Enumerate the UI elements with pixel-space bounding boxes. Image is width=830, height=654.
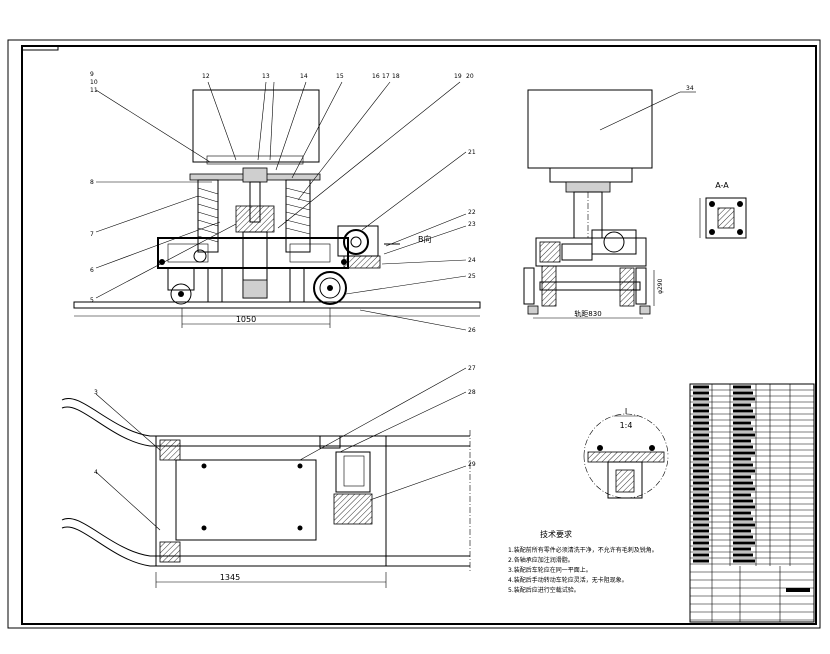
top-gearbox: [333, 493, 373, 525]
note-5: 5.装配后应进行空载试验。: [508, 586, 580, 594]
top-hopper-plate: [175, 459, 317, 541]
callout-14: 14: [300, 73, 308, 80]
callout-28: 28: [468, 389, 476, 396]
spring-column-left: [197, 179, 219, 253]
callout-7: 7: [90, 231, 94, 238]
callout-16: 16: [372, 73, 380, 80]
side-hopper-box: [527, 89, 653, 169]
drive-wheel: [313, 271, 347, 305]
front-dimension: 1050: [236, 315, 256, 324]
callout-6: 6: [90, 267, 94, 274]
callout-20: 20: [466, 73, 474, 80]
callout-4: 4: [94, 469, 98, 476]
title-block: [689, 383, 815, 623]
callout-17: 17: [382, 73, 390, 80]
gear-housing: [235, 205, 275, 233]
callout-8: 8: [90, 179, 94, 186]
callout-23: 23: [468, 221, 476, 228]
top-dimension: 1345: [220, 573, 240, 582]
callout-10: 10: [90, 79, 98, 86]
direction-label: B向: [418, 234, 432, 244]
callout-19: 19: [454, 73, 462, 80]
side-motor: [591, 229, 637, 255]
callout-34: 34: [686, 85, 694, 92]
motor: [337, 225, 381, 269]
detail-scale: 1:4: [620, 421, 633, 430]
callout-15: 15: [336, 73, 344, 80]
hopper-box: [192, 89, 320, 163]
frame-beam: [157, 237, 349, 269]
gauge-dimension: 轨距830: [574, 309, 601, 318]
notes-title: 技术要求: [540, 529, 572, 539]
callout-13: 13: [262, 73, 270, 80]
note-3: 3.装配后车轮应在同一平面上。: [508, 566, 592, 574]
callout-9: 9: [90, 71, 94, 78]
section-label: A-A: [715, 181, 729, 190]
top-frame: [155, 435, 387, 567]
detail-label: I: [625, 407, 627, 416]
front-view: 1050 B向 9 10 11 12 13 14 15 16 17: [73, 71, 481, 334]
top-view: 1345 3 4 27 28 29: [61, 365, 476, 588]
spring-column-right: [285, 179, 311, 253]
section-view: A-A: [699, 181, 747, 239]
callout-3: 3: [94, 389, 98, 396]
note-2: 2.各轴承应加注润滑脂。: [508, 556, 574, 564]
callout-21: 21: [468, 149, 476, 156]
svg-text:φ290: φ290: [657, 278, 664, 294]
technical-notes: 技术要求 1.装配前所有零件必须清洗干净，不允许有毛刺及锐角。 2.各轴承应加注…: [508, 529, 658, 594]
callout-27: 27: [468, 365, 476, 372]
detail-view: I 1:4: [583, 407, 669, 499]
callout-25: 25: [468, 273, 476, 280]
top-motor: [335, 451, 371, 493]
callout-29: 29: [468, 461, 476, 468]
callout-11: 11: [90, 87, 98, 94]
callout-26: 26: [468, 327, 476, 334]
callout-12: 12: [202, 73, 210, 80]
callout-5: 5: [90, 297, 94, 304]
sheet-border: [7, 39, 821, 629]
note-4: 4.装配后手动转动车轮应灵活，无卡阻现象。: [508, 576, 628, 584]
left-wheel: [167, 267, 195, 305]
side-view: 轨距830 φ290 34: [523, 85, 696, 319]
callout-24: 24: [468, 257, 476, 264]
note-1: 1.装配前所有零件必须清洗干净，不允许有毛刺及锐角。: [508, 546, 658, 554]
callout-18: 18: [392, 73, 400, 80]
rail: [73, 301, 481, 309]
callout-22: 22: [468, 209, 476, 216]
